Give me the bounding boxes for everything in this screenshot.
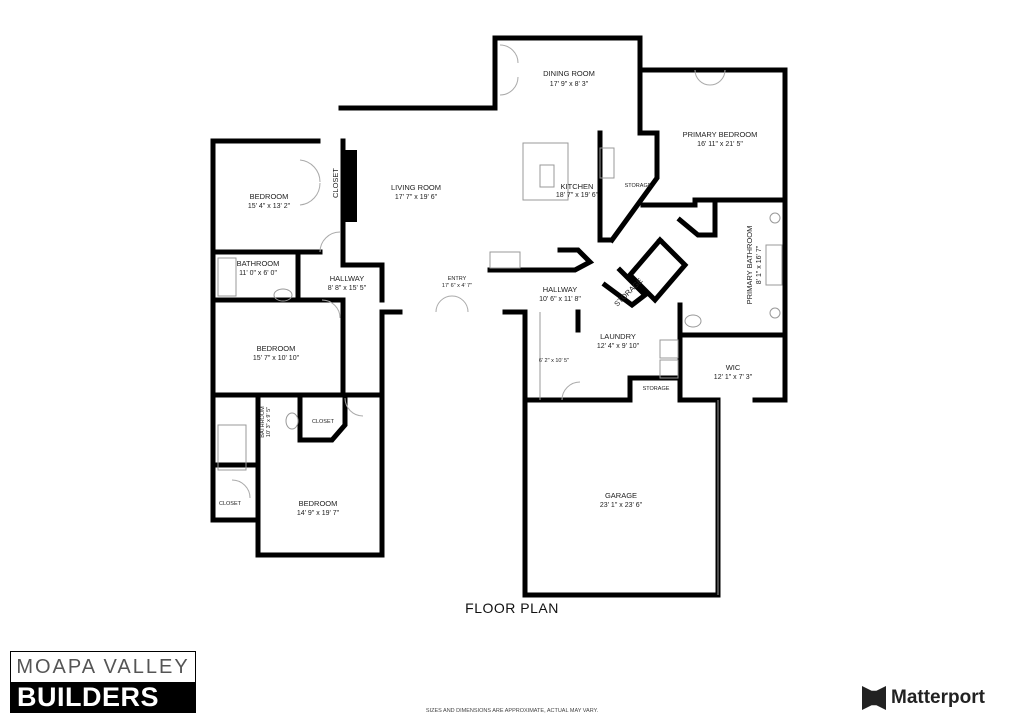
svg-text:11' 0" x 6' 0": 11' 0" x 6' 0" — [239, 270, 277, 277]
room-bedroom-3: BEDROOM 14' 9" x 19' 7" — [297, 499, 340, 517]
svg-text:8' 1" x 16' 7": 8' 1" x 16' 7" — [756, 245, 763, 284]
svg-text:PRIMARY BEDROOM: PRIMARY BEDROOM — [683, 130, 758, 139]
storage-label: STORAGE — [625, 183, 652, 189]
fireplace — [343, 150, 357, 222]
logo-line2: BUILDERS — [11, 682, 195, 712]
washer-icon — [659, 339, 679, 359]
room-bathroom-1: BATHROOM 11' 0" x 6' 0" — [237, 259, 280, 277]
room-bedroom-1: BEDROOM 15' 4" x 13' 2" — [248, 192, 291, 210]
svg-text:17' 9" x 8' 3": 17' 9" x 8' 3" — [550, 81, 589, 88]
stove-icon — [599, 147, 615, 179]
svg-text:ENTRY: ENTRY — [448, 276, 467, 282]
toilet-icon — [273, 288, 293, 302]
bathtub-icon — [217, 424, 247, 471]
disclaimer: SIZES AND DIMENSIONS ARE APPROXIMATE, AC… — [425, 708, 599, 714]
svg-text:CLOSET: CLOSET — [331, 168, 340, 198]
sink-icon — [539, 164, 555, 188]
bathtub-icon — [217, 257, 237, 297]
toilet-icon — [684, 314, 702, 328]
svg-text:PRIMARY BATHROOM: PRIMARY BATHROOM — [745, 226, 754, 305]
matterport-logo: Matterport — [862, 686, 985, 710]
svg-text:10' 6" x 11' 8": 10' 6" x 11' 8" — [539, 296, 581, 303]
room-living-room: LIVING ROOM 17' 7" x 19' 6" — [391, 183, 441, 201]
svg-text:8' 8" x 15' 5": 8' 8" x 15' 5" — [328, 285, 367, 292]
svg-text:KITCHEN: KITCHEN — [561, 182, 594, 191]
svg-text:18' 7" x 19' 6": 18' 7" x 19' 6" — [556, 192, 599, 199]
svg-text:12' 1" x 7' 3": 12' 1" x 7' 3" — [714, 374, 753, 381]
room-dining-room: DINING ROOM 17' 9" x 8' 3" — [543, 69, 595, 88]
dryer-icon — [659, 359, 679, 379]
sink-icon — [769, 307, 781, 319]
svg-text:15' 4" x 13' 2": 15' 4" x 13' 2" — [248, 203, 291, 210]
svg-text:17' 7" x 19' 6": 17' 7" x 19' 6" — [395, 194, 438, 201]
svg-text:14' 9" x 19' 7": 14' 9" x 19' 7" — [297, 510, 340, 517]
toilet-icon — [285, 412, 299, 430]
svg-text:HALLWAY: HALLWAY — [330, 274, 364, 283]
closet-label: CLOSET — [331, 168, 340, 198]
room-primary-bedroom: PRIMARY BEDROOM 16' 11" x 21' 5" — [683, 130, 758, 148]
svg-text:LAUNDRY: LAUNDRY — [600, 332, 636, 341]
svg-text:BEDROOM: BEDROOM — [299, 499, 338, 508]
svg-text:LIVING ROOM: LIVING ROOM — [391, 183, 441, 192]
range-icon — [489, 251, 521, 269]
room-laundry: LAUNDRY 12' 4" x 9' 10" — [597, 332, 640, 350]
svg-text:BEDROOM: BEDROOM — [257, 344, 296, 353]
floor-plan-title: FLOOR PLAN — [465, 600, 559, 616]
bathtub-icon — [765, 244, 783, 286]
svg-text:HALLWAY: HALLWAY — [543, 285, 577, 294]
mudroom-dims: 6' 2" x 10' 5" — [539, 358, 569, 364]
room-bedroom-2: BEDROOM 15' 7" x 10' 10" — [253, 344, 300, 362]
svg-text:16' 11" x 21' 5": 16' 11" x 21' 5" — [697, 141, 743, 148]
svg-text:BATHROOM: BATHROOM — [260, 406, 266, 438]
svg-text:DINING ROOM: DINING ROOM — [543, 69, 595, 78]
closet-label: CLOSET — [219, 501, 242, 507]
kitchen-island — [522, 142, 569, 201]
svg-text:15' 7" x 10' 10": 15' 7" x 10' 10" — [253, 355, 300, 362]
room-labels: DINING ROOM 17' 9" x 8' 3" PRIMARY BEDROO… — [219, 69, 763, 517]
matterport-name: Matterport — [891, 687, 985, 708]
logo-line1: MOAPA VALLEY — [16, 656, 190, 678]
doors — [231, 44, 726, 499]
fixtures — [217, 142, 783, 595]
room-hallway-2: HALLWAY 10' 6" x 11' 8" — [539, 285, 581, 303]
svg-text:BATHROOM: BATHROOM — [237, 259, 280, 268]
svg-text:10' 3" x 9' 5": 10' 3" x 9' 5" — [266, 407, 272, 437]
svg-text:GARAGE: GARAGE — [605, 491, 637, 500]
svg-text:BEDROOM: BEDROOM — [250, 192, 289, 201]
builder-logo: MOAPA VALLEY BUILDERS — [10, 651, 196, 713]
room-garage: GARAGE 23' 1" x 23' 6" — [600, 491, 643, 509]
matterport-icon — [862, 686, 886, 710]
svg-text:23' 1" x 23' 6": 23' 1" x 23' 6" — [600, 502, 643, 509]
svg-text:WIC: WIC — [726, 363, 741, 372]
closet-label: CLOSET — [312, 419, 335, 425]
svg-text:12' 4" x 9' 10": 12' 4" x 9' 10" — [597, 343, 640, 350]
svg-text:17' 6" x 4' 7": 17' 6" x 4' 7" — [442, 283, 472, 289]
room-wic: WIC 12' 1" x 7' 3" — [714, 363, 753, 381]
storage-label: STORAGE — [643, 386, 670, 392]
room-hallway-1: HALLWAY 8' 8" x 15' 5" — [328, 274, 367, 292]
sink-icon — [769, 212, 781, 224]
